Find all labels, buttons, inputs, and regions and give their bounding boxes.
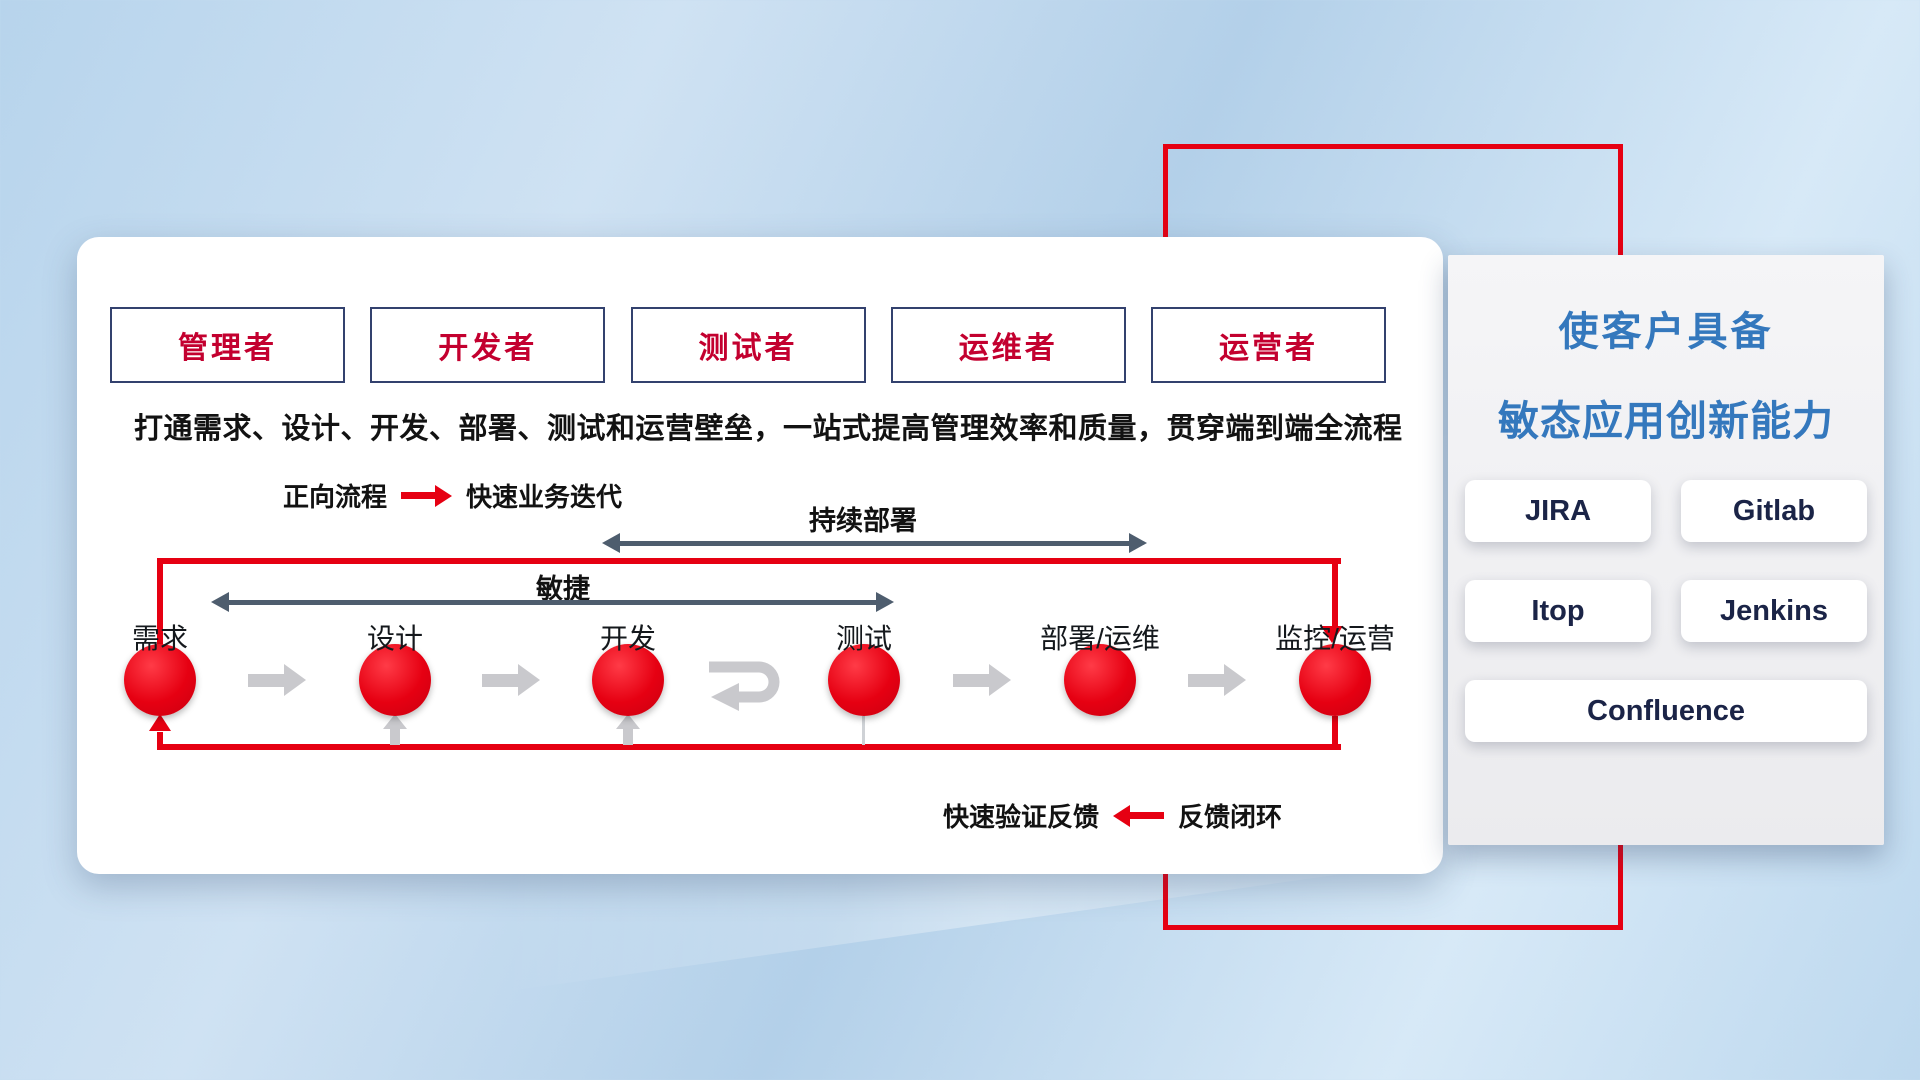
tool-chip-gitlab: Gitlab [1681,480,1867,542]
forward-loop-arrowhead-icon [1321,626,1343,643]
stage-label-deploy-ops: 部署/运维 [1040,623,1160,654]
stage-node-test [828,644,900,716]
forward-legend: 正向流程 快速业务迭代 [283,477,622,514]
capability-panel: 使客户具备 敏态应用创新能力 JIRA Gitlab Itop Jenkins … [1448,255,1884,845]
stage-node-demand [124,644,196,716]
forward-loop-left-line [157,561,163,647]
feedback-loop-arrowhead-icon [149,714,171,731]
iteration-loop-icon [709,661,780,711]
tool-chip-jira: JIRA [1465,480,1651,542]
test-feedback-connector [862,716,865,745]
role-label-manager: 管理者 [178,332,277,365]
capability-title-line2: 敏态应用创新能力 [1498,398,1834,444]
feedback-legend-value: 快速验证反馈 [943,802,1100,832]
stage-label-design: 设计 [366,623,423,654]
feedback-up-arrow-design [390,729,400,745]
capability-title-line1: 使客户具备 [1558,310,1774,354]
roles-row: 管理者 开发者 测试者 运维者 运营者 [110,307,1386,383]
capability-title: 使客户具备 敏态应用创新能力 [1448,255,1884,447]
role-label-operator: 运营者 [1219,332,1318,365]
stage-node-monitor-ops [1299,644,1371,716]
role-box-developer: 开发者 [370,307,606,383]
flow-description: 打通需求、设计、开发、部署、测试和运营壁垒，一站式提高管理效率和质量，贯穿端到端… [134,413,1403,445]
flow-arrow-icon-2 [482,664,540,696]
tool-chip-itop: Itop [1465,580,1651,642]
stage-node-deploy-ops [1064,644,1136,716]
feedback-legend-label: 反馈闭环 [1178,802,1283,832]
devops-flow-panel: 管理者 开发者 测试者 运维者 运营者 打通需求、设计、开发、部署、测试和运营壁… [77,237,1443,874]
role-label-developer: 开发者 [438,332,538,365]
feedback-loop-bottom-line [157,744,1341,750]
stage-label-develop: 开发 [599,623,656,654]
role-box-ops: 运维者 [890,307,1126,383]
agile-label: 敏捷 [536,574,590,604]
flow-arrow-icon-1 [248,664,306,696]
role-box-manager: 管理者 [110,307,345,383]
feedback-up-arrow-develop [623,729,633,745]
stage-node-design [359,644,431,716]
role-label-tester: 测试者 [698,332,798,365]
forward-arrow-icon [401,484,453,507]
forward-legend-label: 正向流程 [283,482,388,512]
flow-arrow-icon-3 [953,664,1011,696]
role-box-tester: 测试者 [630,307,866,383]
feedback-up-arrowhead-develop-icon [616,714,640,729]
stage-label-demand: 需求 [131,623,188,654]
tool-chip-jenkins: Jenkins [1681,580,1867,642]
stage-node-develop [592,644,664,716]
stage-label-test: 测试 [835,623,892,654]
continuous-deploy-arrow-icon [602,533,1147,553]
role-box-operator: 运营者 [1151,307,1386,383]
feedback-arrow-icon [1113,804,1165,827]
forward-legend-value: 快速业务迭代 [466,482,623,512]
agile-arrow-icon [211,592,894,612]
flow-arrow-icon-4 [1188,664,1246,696]
forward-loop-right-line [1332,561,1338,627]
feedback-loop-right-line [1332,716,1338,747]
tools-grid: JIRA Gitlab Itop Jenkins Confluence [1465,480,1867,742]
stage-label-monitor-ops: 监控/运营 [1275,623,1395,654]
feedback-loop-left-line [157,732,163,747]
feedback-up-arrowhead-design-icon [383,714,407,729]
continuous-deploy-label: 持续部署 [809,506,917,536]
role-label-ops: 运维者 [958,332,1058,365]
tool-chip-confluence: Confluence [1465,680,1867,742]
feedback-legend: 快速验证反馈 反馈闭环 [943,797,1282,834]
forward-loop-top-line [157,558,1341,564]
